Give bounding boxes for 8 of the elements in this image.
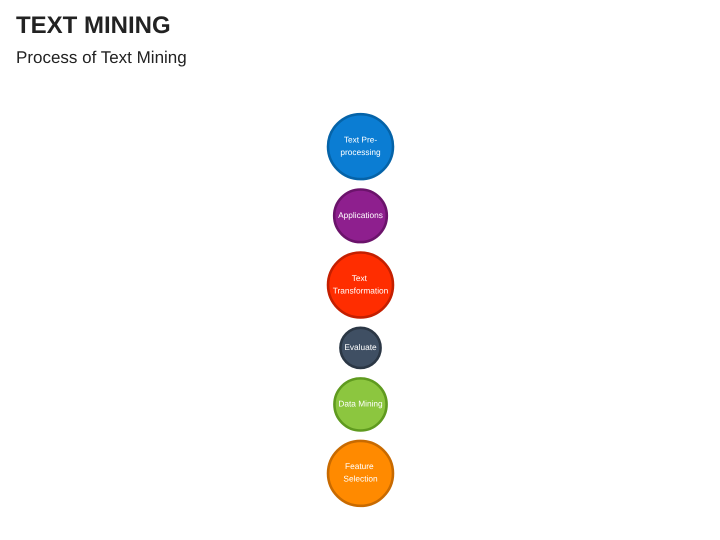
node-circle: Text Pre-processing bbox=[326, 112, 394, 180]
node-circle: Applications bbox=[332, 188, 388, 244]
node-circle: Data Mining bbox=[332, 377, 388, 432]
subtitle: Process of Text Mining bbox=[16, 48, 187, 68]
title: TEXT MINING bbox=[16, 12, 171, 40]
node-circle: Evaluate bbox=[338, 326, 382, 370]
node-circle: Text Transformation bbox=[326, 251, 394, 319]
node-circle: Feature Selection bbox=[326, 440, 394, 508]
